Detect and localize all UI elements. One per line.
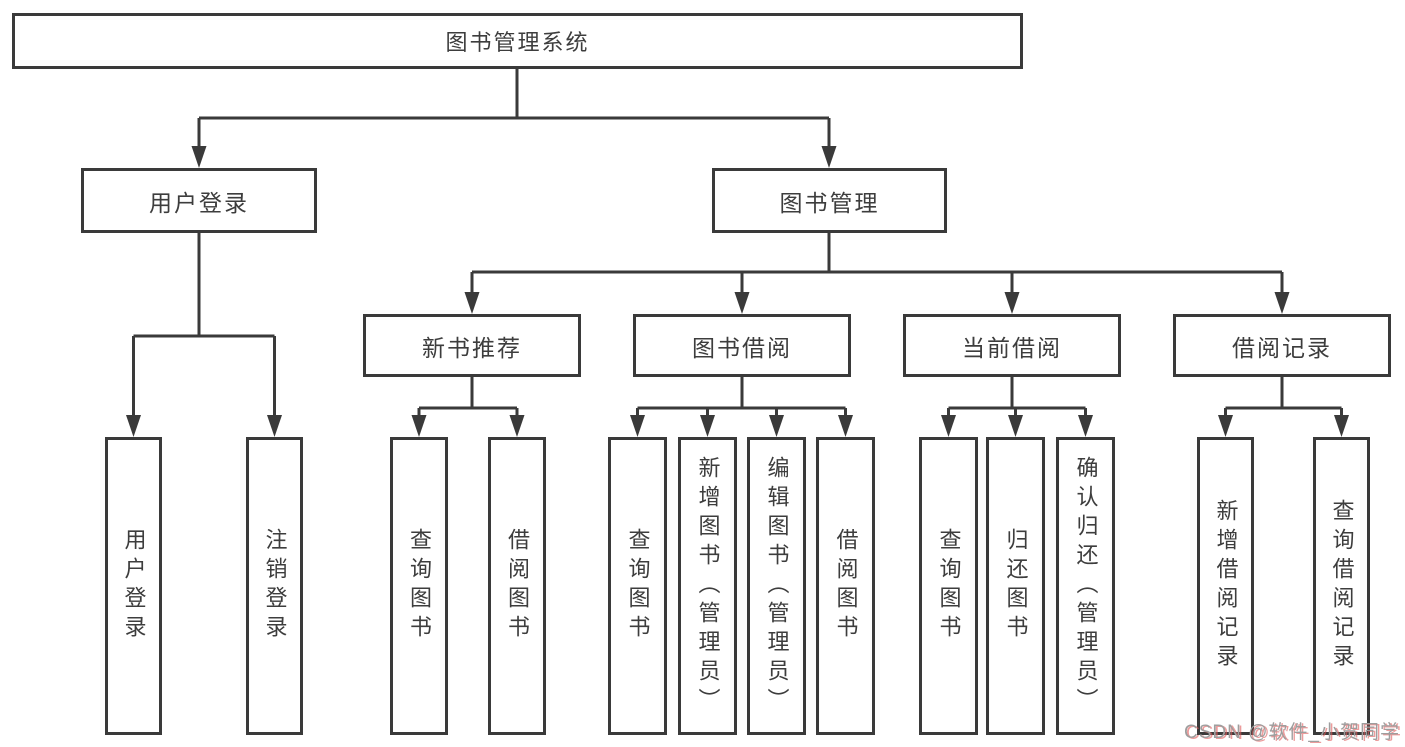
- connector-records-to-leaves: [1224, 377, 1343, 423]
- leaf-borrow-borrow-books: 借阅图书: [816, 437, 875, 735]
- arrow-down-icon: [1218, 415, 1233, 437]
- arrow-down-icon: [1274, 292, 1290, 314]
- arrow-down-icon: [630, 415, 645, 437]
- connector-newrec-to-leaves: [417, 377, 519, 423]
- leaf-rec-borrow-books: 借阅图书: [488, 437, 546, 735]
- arrow-down-icon: [1334, 415, 1349, 437]
- node-root: 图书管理系统: [12, 13, 1023, 69]
- leaf-current-confirm-return-admin: 确认归还（管理员）: [1056, 437, 1115, 735]
- connector-userlogin-to-leaves: [132, 233, 276, 423]
- arrow-down-icon: [464, 292, 480, 314]
- arrow-down-icon: [821, 146, 837, 168]
- connector-borrowing-to-leaves: [636, 377, 847, 423]
- leaf-borrow-edit-books-admin: 编辑图书（管理员）: [747, 437, 806, 735]
- csdn-watermark: CSDN @软件_小贺同学: [1184, 722, 1400, 743]
- node-book-borrowing: 图书借阅: [633, 314, 851, 377]
- node-current-borrowing: 当前借阅: [903, 314, 1121, 377]
- node-user-login: 用户登录: [81, 168, 317, 233]
- arrow-down-icon: [769, 415, 784, 437]
- connector-root-to-level2: [197, 69, 831, 152]
- arrow-down-icon: [838, 415, 853, 437]
- node-borrowing-records: 借阅记录: [1173, 314, 1391, 377]
- arrow-down-icon: [1078, 415, 1093, 437]
- leaf-borrow-add-books-admin: 新增图书（管理员）: [678, 437, 737, 735]
- leaf-records-query-record: 查询借阅记录: [1313, 437, 1370, 735]
- arrow-down-icon: [411, 415, 427, 437]
- arrow-down-icon: [509, 415, 525, 437]
- leaf-borrow-query-books: 查询图书: [608, 437, 667, 735]
- arrow-down-icon: [941, 415, 956, 437]
- arrow-down-icon: [191, 146, 207, 168]
- node-book-management: 图书管理: [712, 168, 947, 233]
- leaf-user-login: 用户登录: [105, 437, 162, 735]
- leaf-records-add-record: 新增借阅记录: [1197, 437, 1254, 735]
- leaf-rec-query-books: 查询图书: [390, 437, 448, 735]
- arrow-down-icon: [126, 415, 141, 437]
- arrow-down-icon: [1008, 415, 1023, 437]
- arrow-down-icon: [734, 292, 750, 314]
- node-new-book-recommend: 新书推荐: [363, 314, 581, 377]
- arrow-down-icon: [1004, 292, 1020, 314]
- arrowheads: [126, 146, 1349, 437]
- connector-bookmgmt-to-level3: [470, 233, 1284, 299]
- leaf-current-query-books: 查询图书: [919, 437, 978, 735]
- arrow-down-icon: [267, 415, 282, 437]
- arrow-down-icon: [700, 415, 715, 437]
- leaf-logout-login: 注销登录: [246, 437, 303, 735]
- leaf-current-return-books: 归还图书: [986, 437, 1045, 735]
